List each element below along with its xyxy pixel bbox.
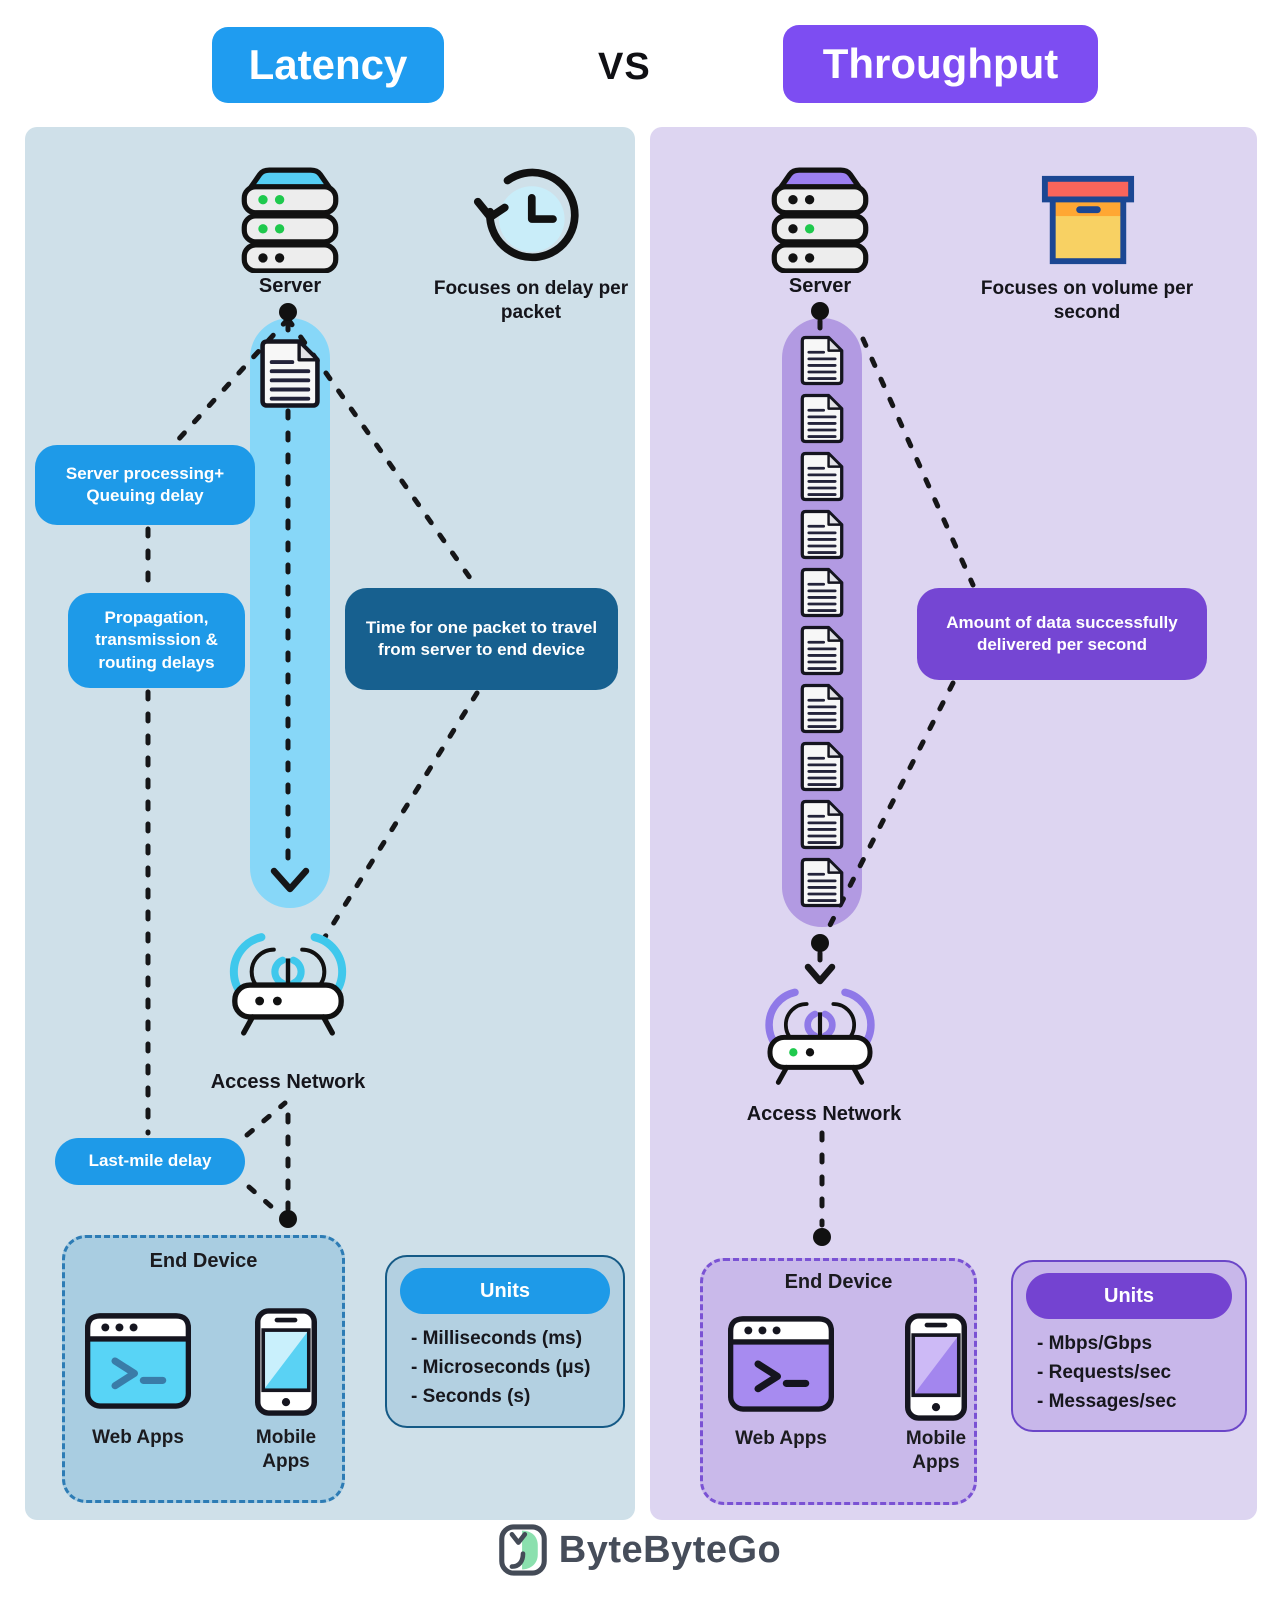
units-item: - Mbps/Gbps	[1037, 1333, 1153, 1354]
throughput-focus-text: Focuses on volume per second	[980, 278, 1194, 323]
wifi-router-icon	[765, 988, 875, 1085]
throughput-units-box: Units - Mbps/Gbps - Requests/sec - Messa…	[1011, 1260, 1247, 1432]
web-apps-browser-icon	[728, 1316, 834, 1412]
units-item: - Microseconds (μs)	[411, 1357, 591, 1378]
wifi-router-icon	[229, 933, 347, 1036]
units-title: Units	[1026, 1273, 1232, 1319]
end-device-junction-dot	[813, 1228, 831, 1246]
server-icon	[771, 167, 869, 273]
access-network-label: Access Network	[210, 1071, 366, 1093]
vs-label: VS	[598, 46, 651, 88]
packet-document-icon	[260, 339, 320, 408]
mobile-apps-label: Mobile Apps	[255, 1427, 317, 1472]
mobile-apps-label: Mobile Apps	[905, 1428, 967, 1473]
callout-packet-travel-time: Time for one packet to travel from serve…	[345, 588, 618, 690]
latency-focus-text: Focuses on delay per packet	[433, 278, 629, 323]
units-item: - Messages/sec	[1037, 1391, 1177, 1412]
callout-delivered-per-second: Amount of data successfully delivered pe…	[917, 588, 1207, 680]
packet-document-icon	[800, 741, 844, 792]
server-icon	[241, 167, 339, 273]
packet-stack	[799, 335, 845, 908]
access-network-label: Access Network	[746, 1103, 902, 1125]
packet-document-icon	[800, 335, 844, 386]
end-device-title: End Device	[149, 1250, 258, 1272]
server-label: Server	[788, 275, 852, 297]
packet-document-icon	[800, 799, 844, 850]
archive-box-icon	[1041, 175, 1135, 265]
units-item: - Requests/sec	[1037, 1362, 1172, 1383]
end-device-box: End Device Web Apps Mobile Apps	[700, 1258, 977, 1505]
packet-document-icon	[800, 567, 844, 618]
packet-document-icon	[800, 625, 844, 676]
callout-propagation: Propagation, transmission & routing dela…	[68, 593, 245, 688]
web-apps-label: Web Apps	[735, 1428, 827, 1449]
callout-server-processing: Server processing+ Queuing delay	[35, 445, 255, 525]
web-apps-browser-icon	[85, 1313, 191, 1409]
end-device-junction-dot	[279, 1210, 297, 1228]
bytebytego-logo-icon	[498, 1524, 547, 1576]
latency-panel: Server Focuses on delay per packet Serve…	[25, 127, 635, 1520]
throughput-title-badge: Throughput	[783, 25, 1098, 103]
packet-document-icon	[800, 857, 844, 908]
mobile-apps-phone-icon	[905, 1313, 967, 1421]
packet-document-icon	[800, 683, 844, 734]
throughput-panel: Server Focuses on volume per second	[650, 127, 1257, 1520]
end-device-box: End Device Web Apps Mobile Apps	[62, 1235, 345, 1503]
units-item: - Milliseconds (ms)	[411, 1328, 583, 1349]
latency-units-box: Units - Milliseconds (ms) - Microseconds…	[385, 1255, 625, 1428]
mobile-apps-phone-icon	[255, 1308, 317, 1416]
units-title: Units	[400, 1268, 610, 1314]
end-device-title: End Device	[784, 1271, 893, 1293]
bar-end-junction-dot	[811, 934, 829, 952]
bytebytego-wordmark: ByteByteGo	[558, 1528, 782, 1571]
packet-document-icon	[800, 451, 844, 502]
server-label: Server	[258, 275, 322, 297]
brand-footer: ByteByteGo	[0, 1524, 1280, 1576]
units-item: - Seconds (s)	[411, 1386, 531, 1407]
web-apps-label: Web Apps	[92, 1427, 184, 1448]
callout-last-mile-delay: Last-mile delay	[55, 1138, 245, 1185]
packet-document-icon	[800, 393, 844, 444]
clock-delay-icon	[473, 168, 579, 262]
latency-title-badge: Latency	[212, 27, 444, 103]
packet-document-icon	[800, 509, 844, 560]
